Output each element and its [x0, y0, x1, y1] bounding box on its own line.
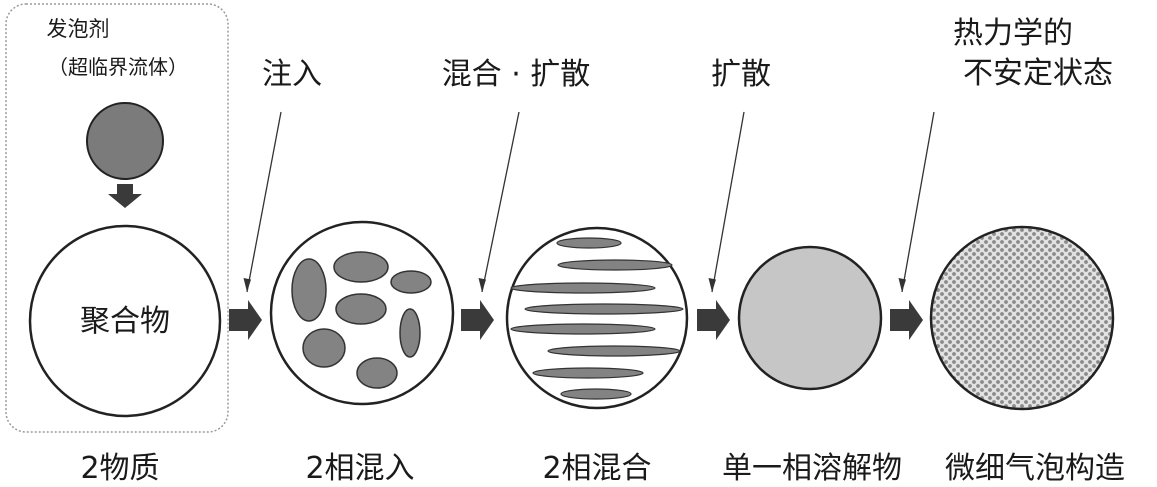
- lamella: [524, 303, 684, 315]
- stage-label: 2物质: [80, 451, 159, 486]
- lamella: [557, 259, 673, 271]
- stage-microcellular-structure: [929, 225, 1115, 411]
- unstable-label-line1: 热力学的: [953, 16, 1073, 51]
- unstable-pointer-head: [898, 278, 906, 292]
- mix-diffuse-pointer-line: [481, 111, 520, 293]
- stage-two-phase-inclusion: [269, 220, 455, 406]
- gas-blob: [356, 357, 398, 389]
- microcellular-circle: [929, 225, 1115, 411]
- blowing-agent-state-label: （超临界流体）: [48, 55, 188, 79]
- lamella: [556, 237, 622, 249]
- gas-blob: [333, 251, 389, 283]
- blowing-agent-circle: [86, 102, 164, 180]
- stage-label: 微细气泡构造: [945, 451, 1125, 486]
- gas-blob: [390, 270, 432, 294]
- lamella: [560, 388, 632, 400]
- flow-arrow-1: [229, 300, 262, 340]
- inject-label: 注入: [262, 57, 322, 92]
- unstable-pointer-line: [901, 111, 935, 293]
- down-arrow: [108, 184, 142, 208]
- stage-two-phase-mixing: [505, 226, 689, 410]
- stage-label: 单一相溶解物: [722, 451, 902, 486]
- flow-arrow-2: [461, 300, 494, 340]
- diffuse-label: 扩散: [711, 57, 771, 92]
- lamella: [547, 345, 681, 357]
- lamella: [510, 323, 656, 335]
- blowing-agent-label: 发泡剂: [47, 17, 110, 41]
- diffuse-pointer-line: [711, 111, 745, 293]
- gas-blob: [399, 308, 421, 358]
- gas-blob: [302, 328, 346, 368]
- unstable-label-line2: 不安定状态: [963, 56, 1113, 91]
- flow-arrow-4: [890, 300, 923, 340]
- diffuse-pointer-head: [708, 278, 716, 292]
- lamella: [532, 367, 644, 379]
- stage-label: 2相混合: [542, 451, 651, 486]
- inject-pointer-line: [246, 111, 282, 293]
- stage-single-phase-solution: [737, 245, 883, 391]
- inject-pointer-head: [243, 278, 251, 292]
- gas-blob: [291, 258, 327, 322]
- flow-arrow-3: [697, 300, 730, 340]
- gas-blob: [335, 293, 387, 325]
- two-phase-mixing-circle: [505, 226, 689, 410]
- single-phase-circle: [737, 245, 883, 391]
- stage-two-substances: 发泡剂 （超临界流体） 聚合物: [5, 3, 229, 433]
- mix-diffuse-label: 混合 · 扩散: [442, 57, 591, 92]
- mix-diffuse-pointer-head: [478, 278, 486, 292]
- polymer-circle: [28, 224, 222, 418]
- stage-label: 2相混入: [305, 451, 414, 486]
- polymer-label: 聚合物: [80, 304, 170, 339]
- lamella: [510, 282, 656, 294]
